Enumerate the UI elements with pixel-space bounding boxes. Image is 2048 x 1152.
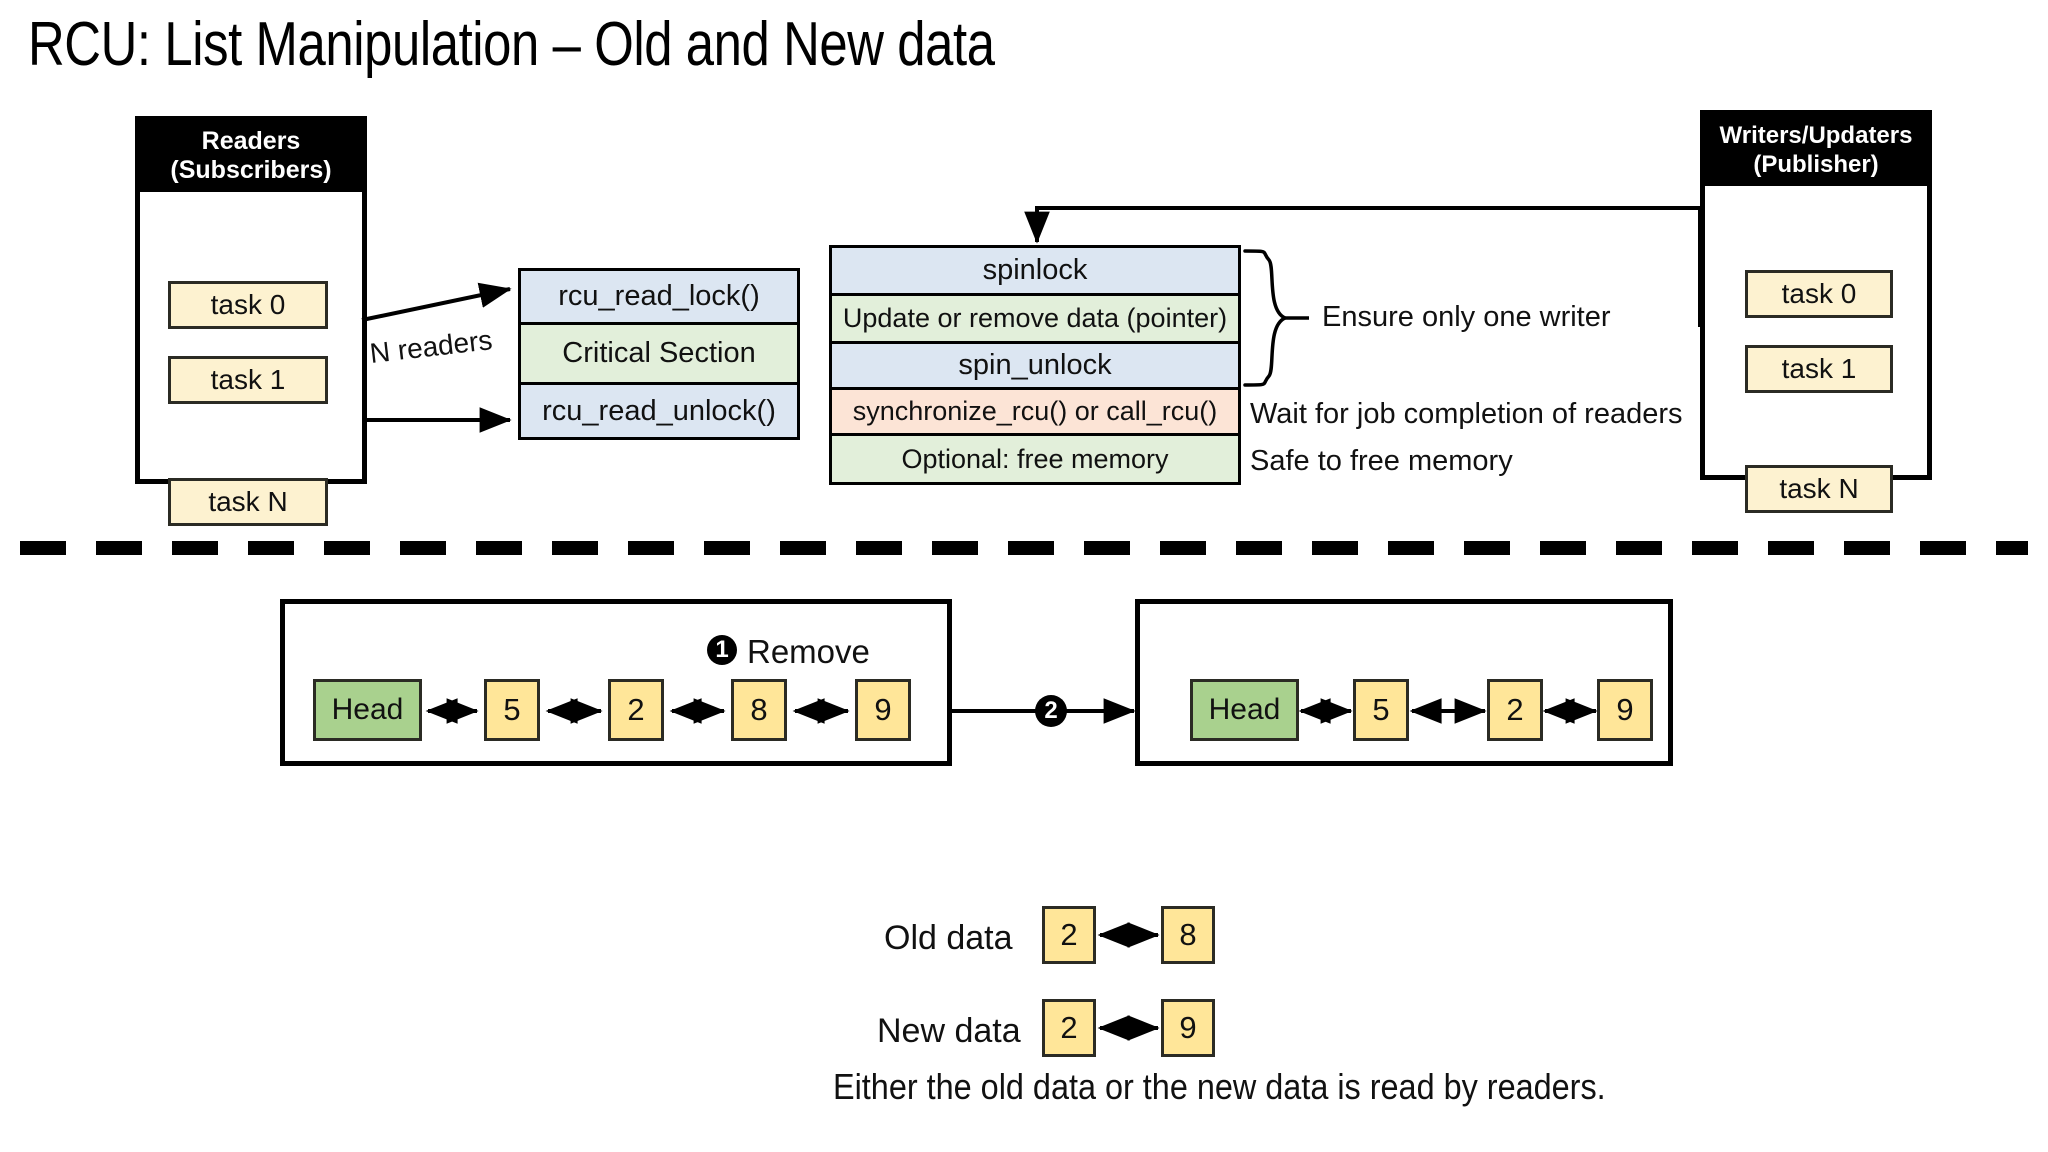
reader-row-rcu-read-lock[interactable]: rcu_read_lock() bbox=[521, 271, 797, 325]
ensure-one-writer-brace bbox=[1243, 249, 1309, 387]
list-before-node-5[interactable]: 5 bbox=[484, 679, 540, 741]
writers-header-line2: (Publisher) bbox=[1753, 151, 1879, 178]
new-data-node-2[interactable]: 2 bbox=[1042, 999, 1096, 1057]
writers-task-0[interactable]: task 0 bbox=[1745, 270, 1893, 318]
list-after-node-5[interactable]: 5 bbox=[1353, 679, 1409, 741]
reader-row-critical-section[interactable]: Critical Section bbox=[521, 325, 797, 385]
safe-to-free-label: Safe to free memory bbox=[1250, 445, 1513, 477]
writers-header-line1: Writers/Updaters bbox=[1719, 122, 1913, 149]
ensure-one-writer-label: Ensure only one writer bbox=[1322, 301, 1611, 333]
writer-row-synchronize-rcu[interactable]: synchronize_rcu() or call_rcu() bbox=[832, 390, 1238, 436]
readers-task-n[interactable]: task N bbox=[168, 478, 328, 526]
writers-panel: Writers/Updaters (Publisher) task 0 task… bbox=[1700, 110, 1932, 513]
reader-code-stack: rcu_read_lock() Critical Section rcu_rea… bbox=[518, 268, 800, 440]
step-badge-2: 2 bbox=[1035, 695, 1067, 727]
writers-panel-header: Writers/Updaters (Publisher) bbox=[1705, 115, 1927, 186]
reader-row-rcu-read-unlock[interactable]: rcu_read_unlock() bbox=[521, 385, 797, 437]
list-after-links bbox=[1298, 698, 1598, 724]
writer-row-spin-unlock[interactable]: spin_unlock bbox=[832, 344, 1238, 390]
bottom-caption: Either the old data or the new data is r… bbox=[833, 1066, 1606, 1107]
old-data-link bbox=[1097, 922, 1160, 948]
section-divider bbox=[20, 541, 2028, 555]
readers-task-0[interactable]: task 0 bbox=[168, 281, 328, 329]
writer-code-stack: spinlock Update or remove data (pointer)… bbox=[829, 245, 1241, 485]
wait-for-readers-label: Wait for job completion of readers bbox=[1250, 398, 1683, 430]
list-before-links bbox=[425, 698, 850, 724]
list-after-node-2[interactable]: 2 bbox=[1487, 679, 1543, 741]
new-data-link bbox=[1097, 1015, 1160, 1041]
new-data-label: New data bbox=[877, 1012, 1021, 1050]
reader-arrows bbox=[361, 282, 512, 433]
list-before-node-9[interactable]: 9 bbox=[855, 679, 911, 741]
readers-task-1[interactable]: task 1 bbox=[168, 356, 328, 404]
readers-panel: Readers (Subscribers) task 0 task 1 task… bbox=[135, 116, 367, 526]
writer-row-update-remove[interactable]: Update or remove data (pointer) bbox=[832, 296, 1238, 344]
list-before-node-8[interactable]: 8 bbox=[731, 679, 787, 741]
old-data-label: Old data bbox=[884, 919, 1013, 957]
old-data-node-8[interactable]: 8 bbox=[1161, 906, 1215, 964]
list-after-node-head[interactable]: Head bbox=[1190, 679, 1299, 741]
step-badge-1: 1 bbox=[707, 635, 737, 665]
readers-header-line2: (Subscribers) bbox=[170, 156, 332, 184]
readers-header-line1: Readers bbox=[201, 127, 301, 155]
list-before-node-2[interactable]: 2 bbox=[608, 679, 664, 741]
readers-panel-header: Readers (Subscribers) bbox=[140, 121, 362, 192]
step-1-label: Remove bbox=[747, 633, 870, 670]
list-after-node-9[interactable]: 9 bbox=[1597, 679, 1653, 741]
new-data-node-9[interactable]: 9 bbox=[1161, 999, 1215, 1057]
page-title: RCU: List Manipulation – Old and New dat… bbox=[28, 10, 995, 79]
writer-row-spinlock[interactable]: spinlock bbox=[832, 248, 1238, 296]
old-data-node-2[interactable]: 2 bbox=[1042, 906, 1096, 964]
writers-task-1[interactable]: task 1 bbox=[1745, 345, 1893, 393]
list-before-node-head[interactable]: Head bbox=[313, 679, 422, 741]
writers-task-n[interactable]: task N bbox=[1745, 465, 1893, 513]
writer-row-optional-free[interactable]: Optional: free memory bbox=[832, 436, 1238, 482]
